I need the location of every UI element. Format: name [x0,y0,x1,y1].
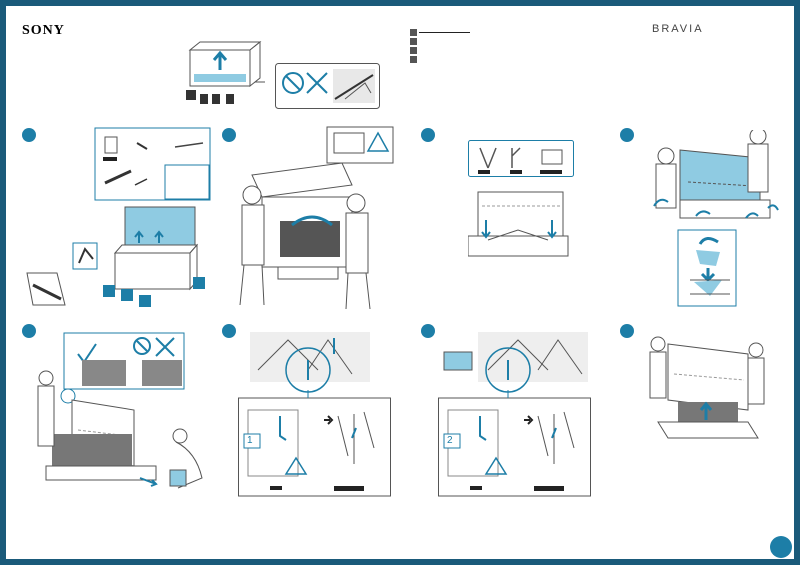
step-4-marker [620,128,634,142]
step-7-callout: 2 [447,435,453,446]
language-markers [410,29,417,65]
lang-box [410,56,417,63]
prohibited-panel [275,63,380,109]
step-6-illustration [238,330,393,498]
step-5-illustration [30,330,220,505]
step-7-illustration [438,330,593,498]
step-8-illustration [648,330,768,450]
lang-underline [419,32,470,33]
step-6-marker [222,324,236,338]
lang-box [410,47,417,54]
step-6-callout: 1 [247,435,253,446]
step-8-marker [620,324,634,338]
step-1-illustration [25,125,220,310]
bravia-logo: BRAVIA [652,23,704,35]
lang-box [410,29,417,36]
carton-top-illustration [180,40,270,110]
sony-logo: SONY [22,23,65,39]
step-2-illustration [232,125,397,315]
step-3-marker [421,128,435,142]
step-3-illustration [468,140,578,260]
lang-box [410,38,417,45]
page-corner-marker [770,536,792,558]
step-4-illustration [650,130,790,310]
step-7-marker [421,324,435,338]
